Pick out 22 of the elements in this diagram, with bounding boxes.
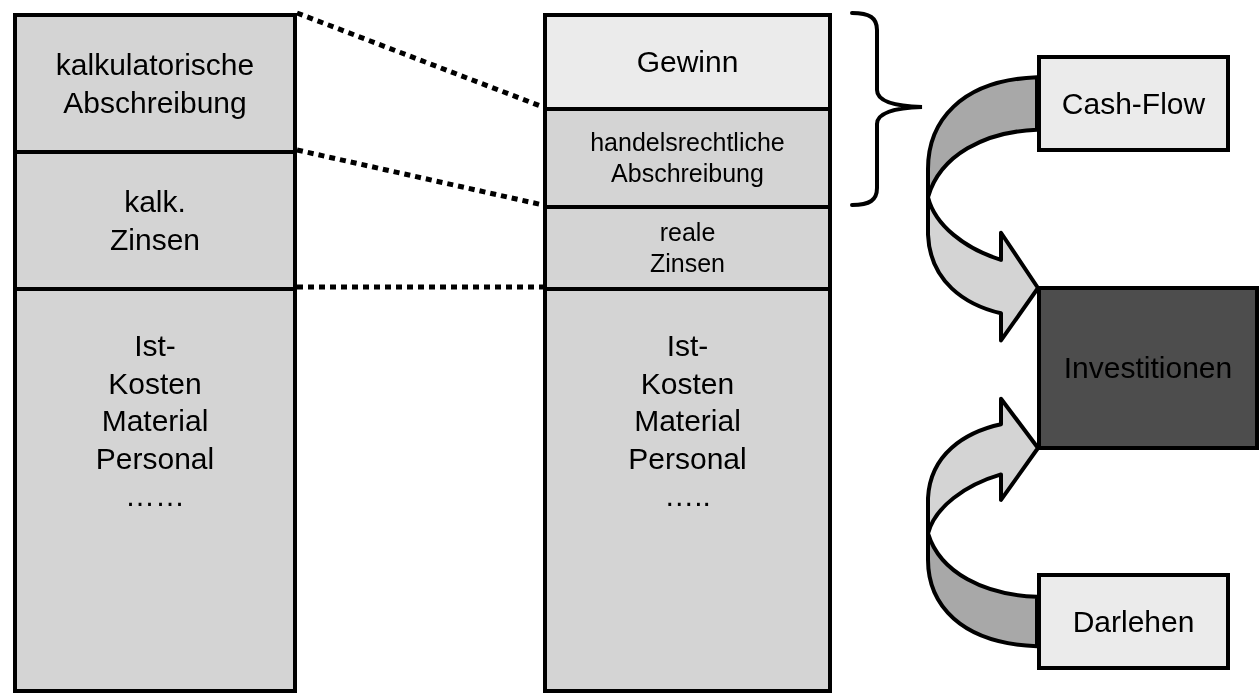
block-label: Personal [94, 440, 216, 477]
block-label: Ist- Kosten [639, 328, 736, 402]
curved-block-arrow [926, 396, 1040, 649]
curved-block-arrow [926, 75, 1040, 343]
dotted-line [297, 284, 543, 290]
block-label: kalkulatorische Abschreibung [54, 47, 256, 121]
cost-block [1037, 55, 1230, 152]
block-label: Darlehen [1071, 603, 1196, 640]
block-label: Gewinn [635, 44, 740, 81]
cost-block [1037, 573, 1230, 670]
block-label: Cash-Flow [1060, 85, 1207, 122]
block-label: handelsrechtliche Abschreibung [589, 126, 786, 189]
cost-block [1037, 286, 1259, 450]
block-label: Personal [627, 440, 748, 477]
block-label: Ist- Kosten [107, 328, 203, 402]
block-label: Material [633, 403, 742, 439]
block-label: …… [124, 478, 186, 514]
block-label: reale Zinsen [649, 216, 727, 279]
block-label: kalk. Zinsen [108, 184, 201, 258]
block-label: Material [100, 403, 210, 439]
block-label: Investitionen [1062, 350, 1234, 387]
block-label: ….. [663, 478, 712, 514]
